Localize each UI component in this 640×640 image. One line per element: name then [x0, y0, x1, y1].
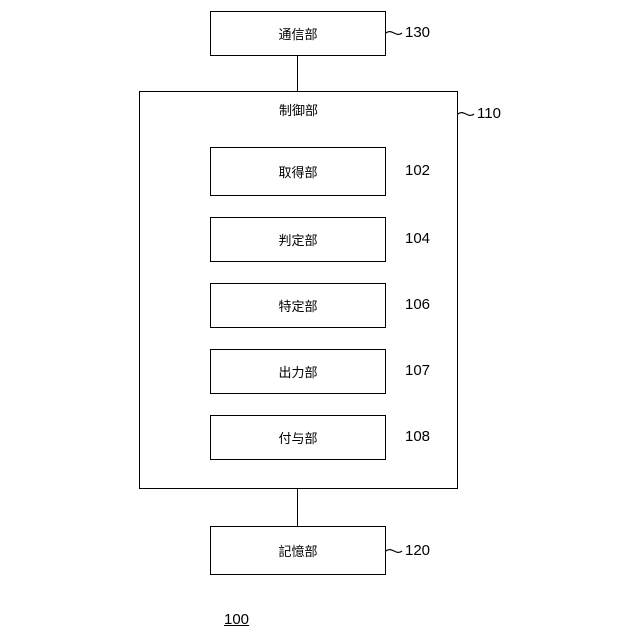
storage-unit-label: 記憶部	[278, 541, 317, 560]
output-unit-label: 出力部	[278, 362, 317, 381]
storage-unit-box: 記憶部	[210, 526, 386, 575]
assignment-unit-label: 付与部	[278, 428, 317, 447]
acquisition-unit-label: 取得部	[278, 162, 317, 181]
leader-130	[386, 32, 402, 35]
identification-unit-box: 特定部	[210, 283, 386, 328]
controller-label: 制御部	[140, 100, 457, 119]
determination-unit-box: 判定部	[210, 217, 386, 262]
connector-communication-controller	[297, 56, 298, 91]
assignment-unit-box: 付与部	[210, 415, 386, 460]
identification-unit-ref: 106	[405, 296, 430, 314]
communication-unit-label: 通信部	[278, 24, 317, 43]
communication-unit-ref: 130	[405, 24, 430, 42]
controller-ref: 110	[477, 105, 501, 123]
output-unit-ref: 107	[405, 362, 430, 380]
acquisition-unit-ref: 102	[405, 162, 430, 180]
identification-unit-label: 特定部	[278, 296, 317, 315]
determination-unit-label: 判定部	[278, 230, 317, 249]
determination-unit-ref: 104	[405, 230, 430, 248]
acquisition-unit-box: 取得部	[210, 147, 386, 196]
assignment-unit-ref: 108	[405, 428, 430, 446]
storage-unit-ref: 120	[405, 542, 430, 560]
leader-110	[458, 113, 474, 116]
connector-controller-storage	[297, 489, 298, 526]
communication-unit-box: 通信部	[210, 11, 386, 56]
leader-120	[386, 550, 402, 553]
output-unit-box: 出力部	[210, 349, 386, 394]
figure-ref-number: 100	[224, 611, 249, 629]
